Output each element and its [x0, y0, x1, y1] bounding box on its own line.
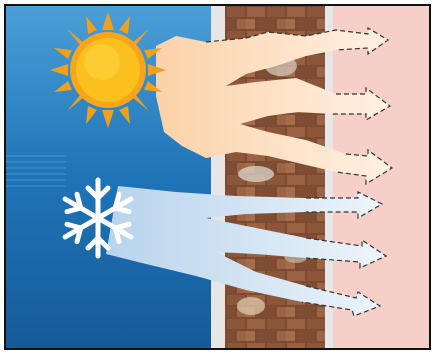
heat-transfer-diagram — [6, 6, 429, 348]
sun-icon — [50, 12, 166, 128]
diagram-frame — [4, 4, 431, 350]
